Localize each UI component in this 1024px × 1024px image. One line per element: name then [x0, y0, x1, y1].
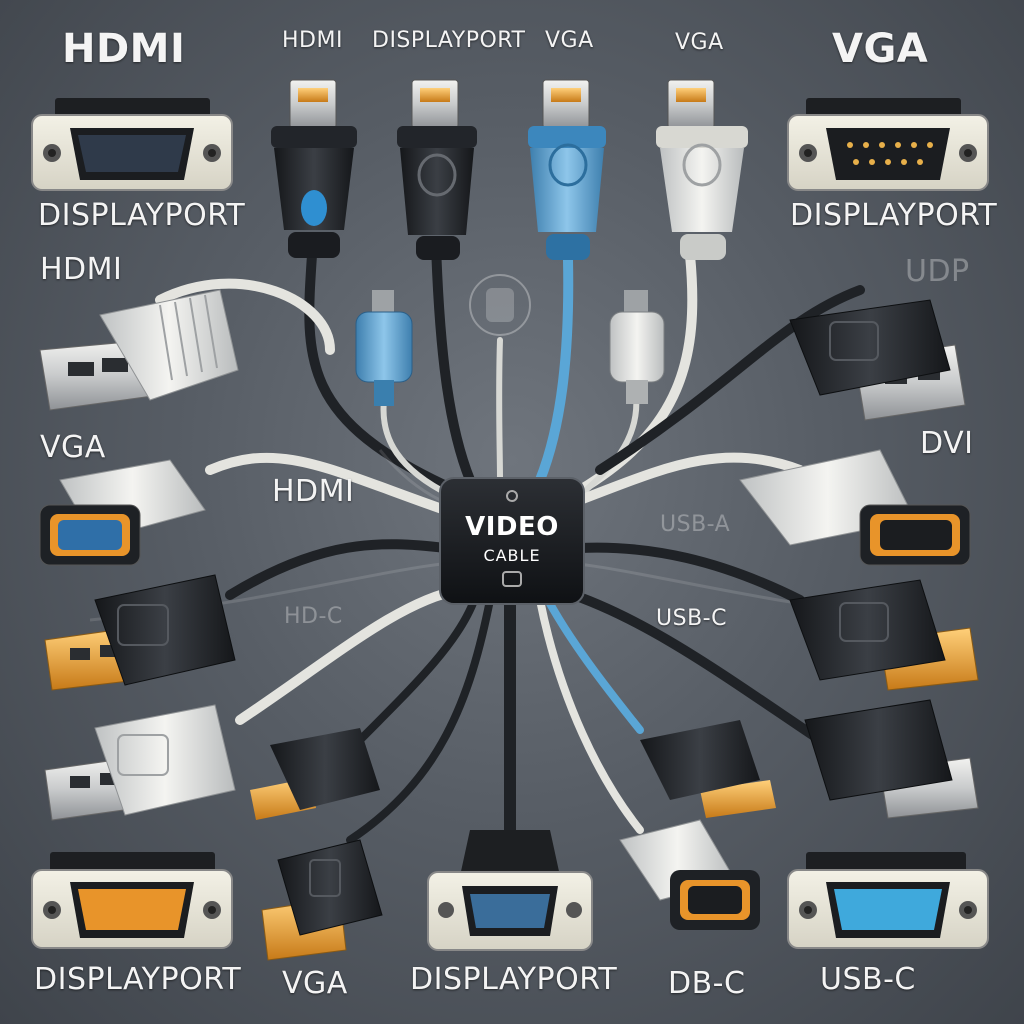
label-hdmi-top-left: HDMI	[62, 26, 186, 72]
label-dvi-right: DVI	[920, 426, 974, 461]
label-hdc-center: HD-C	[284, 604, 343, 629]
hub-top-icon	[506, 490, 518, 502]
label-vga-top-right: VGA	[832, 26, 929, 72]
hub-bottom-icon	[502, 571, 522, 587]
left-plug-dvi	[39, 459, 206, 566]
label-usbc-bottom-right: USB-C	[820, 962, 916, 997]
wire-blue-1	[535, 255, 574, 485]
top-plug-hdmi-black	[271, 79, 357, 258]
shield-logo-icon-2	[548, 143, 588, 187]
wire-white-left-4	[235, 585, 465, 725]
right-plug-dvi	[739, 449, 971, 566]
port-panel-top-right	[787, 98, 989, 191]
wire-white-left-1	[155, 278, 335, 355]
label-displayport-bottom-left: DISPLAYPORT	[34, 962, 242, 997]
right-plug-black-1	[789, 299, 966, 421]
port-panel-bottom-center	[427, 830, 593, 951]
wire-black-right-3	[575, 542, 805, 605]
label-displayport-top: DISPLAYPORT	[372, 28, 526, 53]
small-plug-white-center	[469, 274, 531, 336]
label-hdmi-top: HDMI	[282, 28, 343, 53]
label-vga-top: VGA	[545, 28, 594, 53]
label-hdmi-center: HDMI	[272, 474, 355, 509]
wire-black-left-5	[356, 594, 479, 744]
label-usbc-right: USB-C	[656, 606, 727, 631]
label-dbc-bottom: DB-C	[668, 966, 746, 1001]
left-plug-white-usb	[44, 704, 236, 821]
wire-black-left-6	[346, 596, 494, 844]
wire-white-left-2	[205, 452, 450, 515]
label-displayport-left: DISPLAYPORT	[38, 198, 246, 233]
hub-subtitle: CABLE	[483, 546, 541, 565]
top-plug-displayport-black	[397, 79, 477, 260]
left-plug-black-usb	[44, 574, 236, 691]
wire-thin-1	[380, 397, 453, 498]
bottom-plug-white-dvi	[619, 819, 760, 930]
small-plug-grey-right	[609, 290, 665, 404]
small-plug-black-center-left	[250, 728, 380, 820]
wire-blue-right-5	[544, 596, 644, 734]
bottom-plug-black	[261, 839, 383, 961]
video-cable-hub	[439, 477, 585, 605]
wire-black-2	[431, 240, 475, 485]
label-vga-bottom: VGA	[282, 966, 348, 1001]
cable-wires	[155, 240, 865, 844]
wire-white-bottom	[536, 596, 644, 834]
small-plug-blue-left	[355, 290, 413, 406]
wire-black-right-1	[595, 285, 865, 475]
wire-black-right-4	[560, 587, 825, 745]
small-plug-black-center-right	[640, 720, 776, 818]
shield-logo-icon-3	[682, 143, 722, 187]
label-udp-right: UDP	[905, 254, 970, 289]
right-plug-black-usb	[789, 579, 979, 691]
right-plug-black-usb-2	[804, 699, 979, 819]
blue-logo-icon	[301, 190, 327, 226]
label-displayport-right: DISPLAYPORT	[790, 198, 998, 233]
label-vga-top-2: VGA	[675, 30, 724, 55]
label-usba-center: USB-A	[660, 512, 731, 537]
label-vga-left: VGA	[40, 430, 106, 465]
label-hdmi-left: HDMI	[40, 252, 123, 287]
top-plug-vga-white	[656, 79, 748, 260]
label-displayport-bottom: DISPLAYPORT	[410, 962, 618, 997]
top-plug-vga-blue	[528, 79, 606, 260]
wire-thin-2	[496, 337, 503, 483]
shield-logo-icon	[417, 153, 457, 197]
port-panel-bottom-left	[31, 852, 233, 949]
wire-black-left-3	[225, 539, 450, 600]
hub-title: VIDEO	[465, 512, 559, 542]
wire-white-right-2	[575, 452, 805, 505]
port-panel-top-left	[31, 98, 233, 191]
left-plug-white-1	[39, 289, 239, 411]
port-panel-bottom-right	[787, 852, 989, 949]
